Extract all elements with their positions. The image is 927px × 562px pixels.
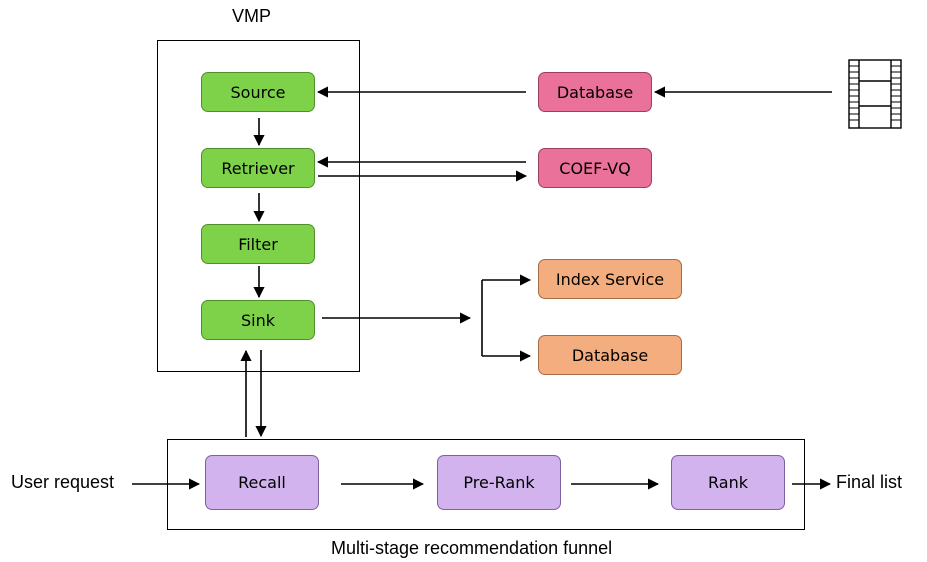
filter-node[interactable]: Filter	[201, 224, 315, 264]
retriever-node[interactable]: Retriever	[201, 148, 315, 188]
database-top-node[interactable]: Database	[538, 72, 652, 112]
film-strip-icon	[848, 59, 902, 129]
source-node[interactable]: Source	[201, 72, 315, 112]
rank-node[interactable]: Rank	[671, 455, 785, 510]
index-service-node[interactable]: Index Service	[538, 259, 682, 299]
funnel-title: Multi-stage recommendation funnel	[331, 538, 613, 558]
vmp-title: VMP	[232, 6, 272, 26]
coef-vq-node[interactable]: COEF-VQ	[538, 148, 652, 188]
user-request-label: User request	[11, 472, 115, 492]
database-bottom-node[interactable]: Database	[538, 335, 682, 375]
recall-node[interactable]: Recall	[205, 455, 319, 510]
final-list-label: Final list	[836, 472, 903, 492]
pre-rank-node[interactable]: Pre-Rank	[437, 455, 561, 510]
sink-node[interactable]: Sink	[201, 300, 315, 340]
